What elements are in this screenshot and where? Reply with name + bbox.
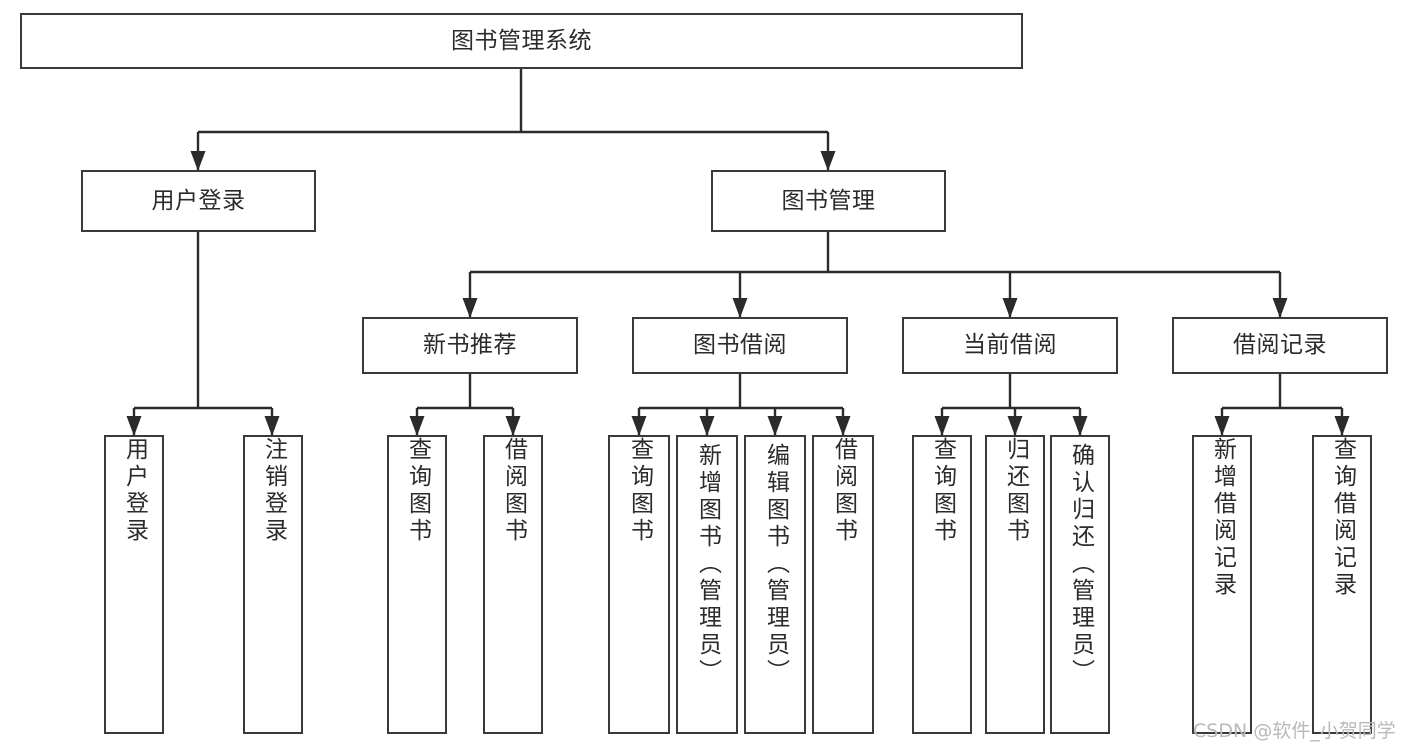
leaf-add-borrow-record[interactable]: 新增借阅记录 (1192, 435, 1252, 734)
leaf-add-borrow-record-label: 新增借阅记录 (1209, 437, 1236, 599)
leaf-add-book-label: 新增图书（管理员） (694, 443, 721, 686)
leaf-confirm-return[interactable]: 确认归还（管理员） (1050, 435, 1110, 734)
leaf-user-login[interactable]: 用户登录 (104, 435, 164, 734)
node-borrow-record-label: 借阅记录 (1233, 332, 1327, 359)
leaf-add-book[interactable]: 新增图书（管理员） (676, 435, 738, 734)
node-borrow-record[interactable]: 借阅记录 (1172, 317, 1388, 374)
leaf-user-login-label: 用户登录 (121, 437, 148, 545)
leaf-edit-book-label: 编辑图书（管理员） (762, 443, 789, 686)
leaf-borrow-book-1-label: 借阅图书 (500, 437, 527, 545)
leaf-query-book-2-label: 查询图书 (626, 437, 653, 545)
leaf-logout[interactable]: 注销登录 (243, 435, 303, 734)
node-user-login[interactable]: 用户登录 (81, 170, 316, 232)
node-book-manage-label: 图书管理 (781, 187, 876, 214)
leaf-borrow-book-2[interactable]: 借阅图书 (812, 435, 874, 734)
leaf-query-book-3[interactable]: 查询图书 (912, 435, 972, 734)
watermark: CSDN @软件_小贺同学 (1193, 720, 1396, 742)
node-book-manage[interactable]: 图书管理 (711, 170, 946, 232)
node-root-label: 图书管理系统 (451, 27, 592, 54)
leaf-edit-book[interactable]: 编辑图书（管理员） (744, 435, 806, 734)
leaf-query-book-2[interactable]: 查询图书 (608, 435, 670, 734)
leaf-query-book-1[interactable]: 查询图书 (387, 435, 447, 734)
leaf-confirm-return-label: 确认归还（管理员） (1067, 443, 1094, 686)
leaf-borrow-book-1[interactable]: 借阅图书 (483, 435, 543, 734)
node-user-login-label: 用户登录 (151, 187, 246, 214)
node-new-book-recommend[interactable]: 新书推荐 (362, 317, 578, 374)
leaf-query-book-3-label: 查询图书 (929, 437, 956, 545)
node-root[interactable]: 图书管理系统 (20, 13, 1023, 69)
leaf-logout-label: 注销登录 (260, 437, 287, 545)
leaf-return-book[interactable]: 归还图书 (985, 435, 1045, 734)
node-book-borrow[interactable]: 图书借阅 (632, 317, 848, 374)
leaf-query-borrow-record[interactable]: 查询借阅记录 (1312, 435, 1372, 734)
leaf-query-book-1-label: 查询图书 (404, 437, 431, 545)
leaf-borrow-book-2-label: 借阅图书 (830, 437, 857, 545)
leaf-return-book-label: 归还图书 (1002, 437, 1029, 545)
node-current-borrow-label: 当前借阅 (963, 332, 1057, 359)
node-book-borrow-label: 图书借阅 (693, 332, 787, 359)
node-new-book-recommend-label: 新书推荐 (423, 332, 517, 359)
leaf-query-borrow-record-label: 查询借阅记录 (1329, 437, 1356, 599)
node-current-borrow[interactable]: 当前借阅 (902, 317, 1118, 374)
